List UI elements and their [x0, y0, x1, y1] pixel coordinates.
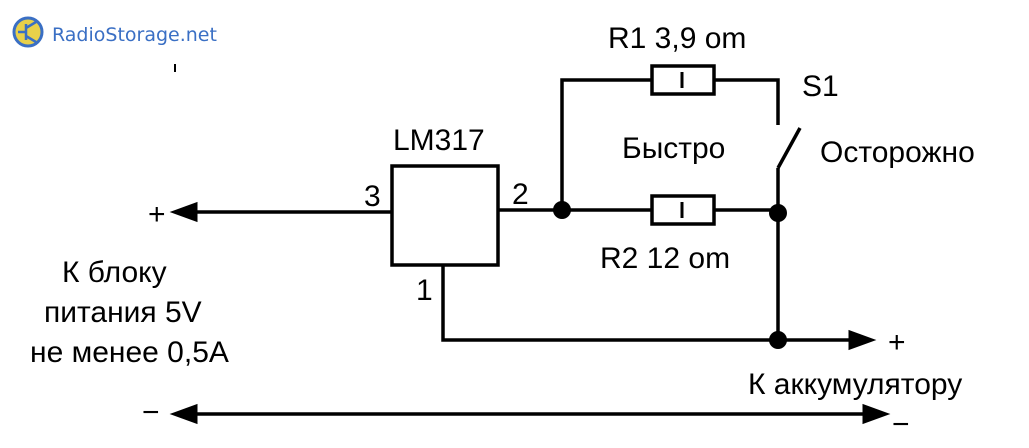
label-supply-line-2: питания 5V — [44, 296, 202, 329]
label-supply-line-3: не менее 0,5А — [30, 336, 229, 369]
label-r2: R2 12 om — [600, 242, 730, 275]
label-pin-3: 3 — [364, 180, 381, 213]
wires — [182, 78, 878, 416]
switch-s1 — [776, 127, 802, 169]
label-pin-1: 1 — [416, 274, 433, 307]
site-logo: RadioStorage.net — [12, 16, 217, 48]
wire-adj — [441, 265, 778, 342]
junction-node-a — [553, 201, 571, 219]
transistor-logo-icon — [12, 16, 44, 48]
label-s1: S1 — [802, 70, 839, 103]
wire-to-r1 — [560, 78, 652, 210]
junction-node-b — [769, 204, 787, 222]
wire-from-r1 — [714, 78, 780, 125]
label-minus-left: − — [142, 396, 160, 429]
label-minus-right: − — [892, 408, 910, 441]
site-logo-text: RadioStorage.net — [52, 24, 217, 46]
label-careful: Осторожно — [820, 136, 975, 169]
label-pin-2: 2 — [512, 178, 529, 211]
arrow-output-right-icon — [848, 329, 877, 351]
label-input-plus: + — [148, 198, 166, 231]
label-fast: Быстро — [622, 132, 725, 165]
arrow-input-left-icon — [169, 201, 198, 223]
transistor-logo-symbol — [18, 20, 37, 44]
arrows — [169, 201, 891, 425]
ic-lm317 — [390, 164, 500, 267]
label-supply-line-1: К блоку — [62, 256, 167, 289]
label-battery: К аккумулятору — [748, 368, 962, 401]
label-ic: LM317 — [393, 124, 485, 157]
resistor-r1 — [650, 64, 716, 96]
junction-node-c — [769, 331, 787, 349]
label-r1: R1 3,9 om — [608, 22, 746, 55]
label-output-plus: + — [888, 326, 906, 359]
arrow-minus-left-icon — [169, 403, 198, 425]
arrow-minus-right-icon — [862, 403, 891, 425]
